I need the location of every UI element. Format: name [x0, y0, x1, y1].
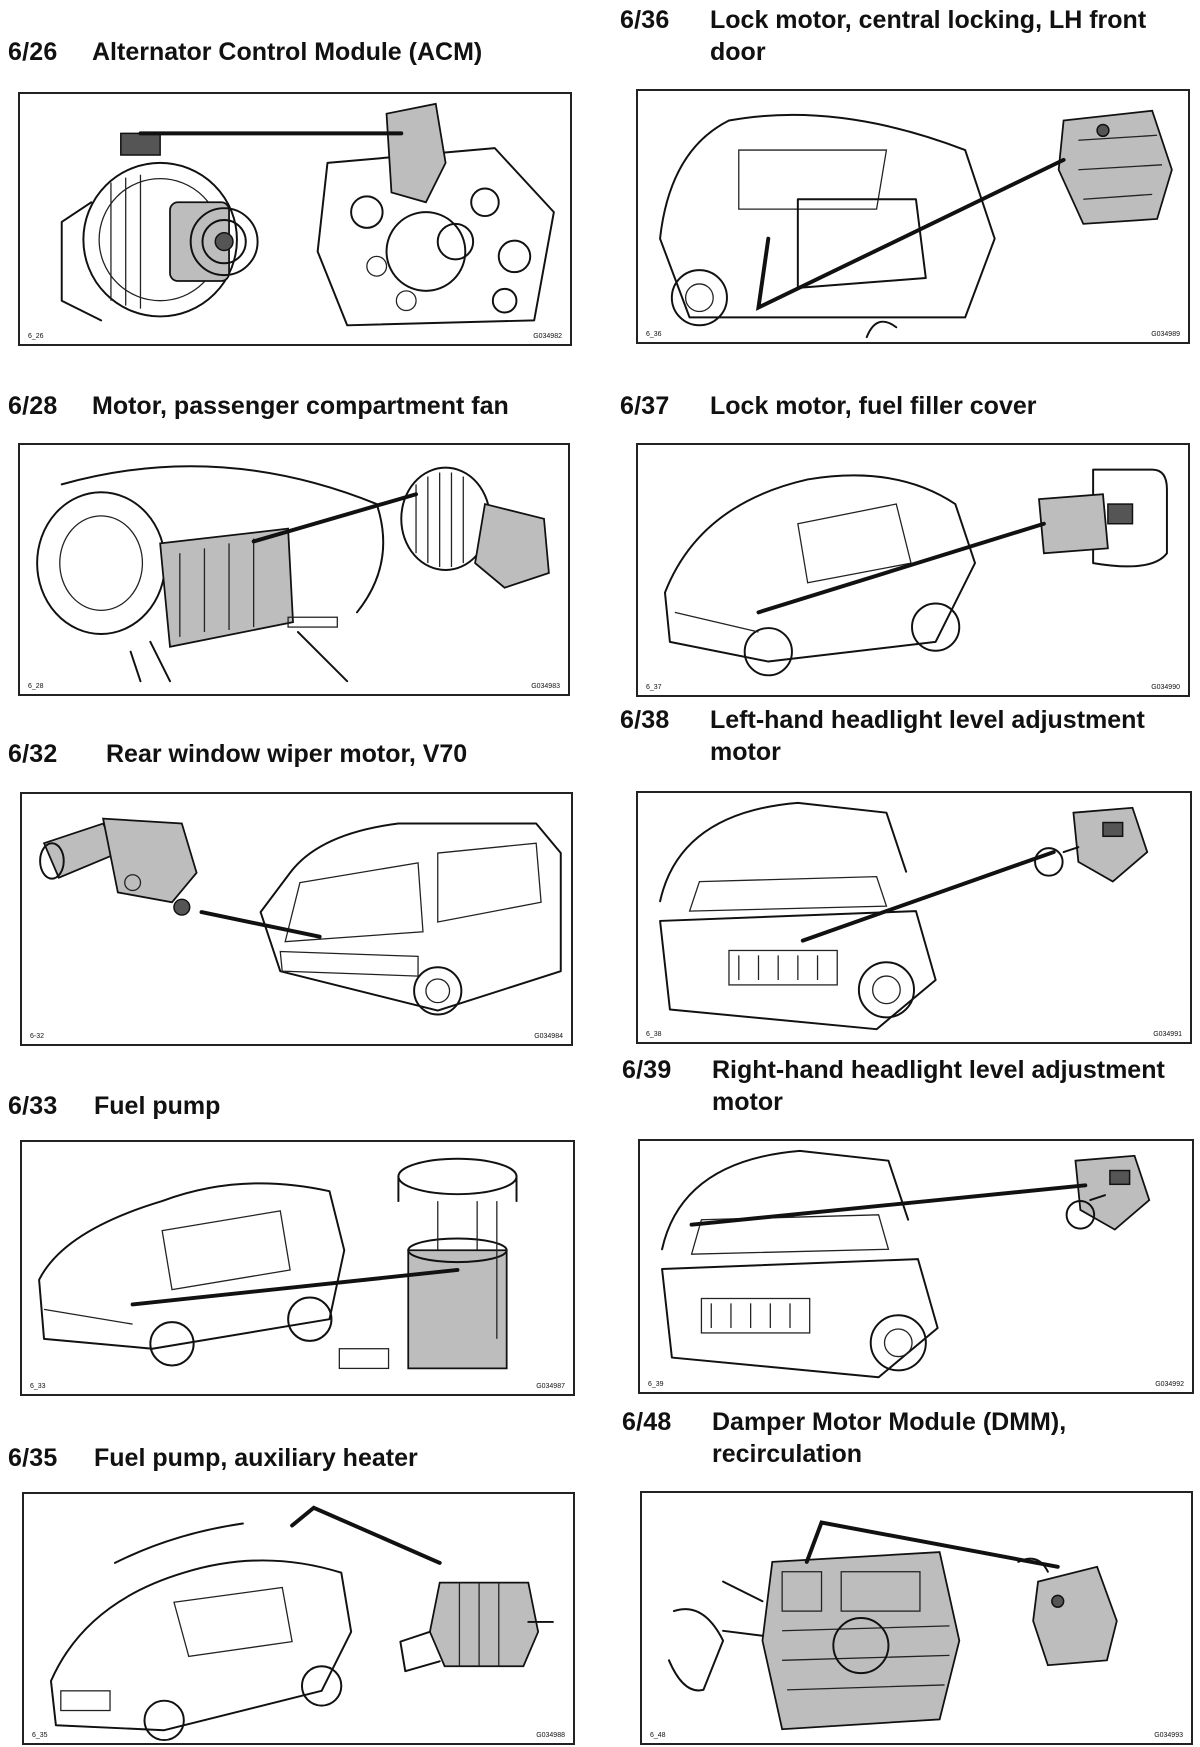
leader-line [755, 157, 1066, 311]
leader-line [130, 1268, 460, 1307]
section-code-6-35: 6/35 [8, 1444, 58, 1472]
damper-motor-drawing [1017, 1557, 1118, 1667]
dashboard-drawing [36, 465, 385, 683]
section-title-6-48-line1: Damper Motor Module (DMM), [712, 1408, 1067, 1436]
figure-id-left: 6_35 [32, 1732, 48, 1739]
fuel-pump-module-drawing [338, 1157, 518, 1370]
leader-line [689, 1183, 1088, 1227]
section-title-6-33: Fuel pump [94, 1092, 221, 1120]
section-title-6-48: Damper Motor Module (DMM), recirculation [712, 1406, 1066, 1470]
section-code-6-36: 6/36 [620, 6, 670, 34]
section-title-6-28: Motor, passenger compartment fan [92, 392, 509, 420]
figure-id-left: 6_36 [646, 331, 662, 338]
section-title-6-48-line2: recirculation [712, 1440, 863, 1468]
section-title-6-37: Lock motor, fuel filler cover [710, 392, 1037, 420]
door-lock-motor-illustration [659, 109, 1173, 339]
lock-actuator-drawing [1057, 109, 1173, 225]
figure-id-right: G034989 [1151, 331, 1180, 338]
figure-lh-headlight-level-motor: 6_38 G034991 [636, 791, 1192, 1044]
fan-illustration [36, 465, 550, 683]
section-code-6-39: 6/39 [622, 1056, 672, 1084]
wiper-motor-illustration [39, 817, 562, 1016]
sedan-rear-drawing [663, 474, 976, 677]
figure-id-right: G034983 [531, 683, 560, 690]
section-title-6-26: Alternator Control Module (ACM) [92, 38, 483, 66]
wiper-motor-drawing [39, 817, 198, 916]
figure-id-left: 6-32 [30, 1033, 45, 1040]
hvac-unit-drawing [667, 1551, 961, 1731]
figure-id-right: G034982 [533, 333, 562, 340]
alternator-illustration [60, 102, 555, 327]
figure-fuel-pump: 6_33 G034987 [20, 1140, 575, 1396]
sedan-drawing [38, 1182, 346, 1367]
section-code-6-32: 6/32 [8, 740, 58, 768]
section-title-6-36: Lock motor, central locking, LH front do… [710, 4, 1146, 68]
level-motor-drawing [1034, 806, 1149, 883]
estate-car-drawing [259, 822, 562, 1016]
figure-id-right: G034993 [1154, 1732, 1183, 1739]
figure-passenger-compartment-fan: 6_28 G034983 [18, 443, 570, 696]
leader-line [800, 850, 1056, 943]
car-side-door-drawing [659, 113, 996, 339]
section-code-6-33: 6/33 [8, 1092, 58, 1120]
section-title-6-38-line1: Left-hand headlight level adjustment [710, 706, 1145, 734]
leader-line [199, 910, 322, 939]
section-code-6-48: 6/48 [622, 1408, 672, 1436]
rh-headlight-motor-illustration [661, 1149, 1151, 1379]
figure-id-right: G034991 [1153, 1031, 1182, 1038]
section-title-6-36-line2: door [710, 38, 766, 66]
lh-headlight-motor-illustration [659, 801, 1149, 1031]
figure-rear-window-wiper-motor: 6-32 G034984 [20, 792, 573, 1046]
figure-damper-motor-module: 6_48 G034993 [640, 1491, 1193, 1745]
figure-id-right: G034988 [536, 1732, 565, 1739]
figure-id-left: 6_26 [28, 333, 44, 340]
section-title-6-39: Right-hand headlight level adjustment mo… [712, 1054, 1165, 1118]
figure-id-right: G034990 [1151, 684, 1180, 691]
figure-id-left: 6_38 [646, 1031, 662, 1038]
figure-id-left: 6_37 [646, 684, 662, 691]
section-code-6-38: 6/38 [620, 706, 670, 734]
section-title-6-39-line2: motor [712, 1088, 783, 1116]
section-title-6-38: Left-hand headlight level adjustment mot… [710, 704, 1145, 768]
figure-id-right: G034992 [1155, 1381, 1184, 1388]
aux-heater-pump-illustration [49, 1505, 554, 1742]
figure-fuel-pump-auxiliary-heater: 6_35 G034988 [22, 1492, 575, 1745]
section-title-6-32: Rear window wiper motor, V70 [106, 740, 468, 768]
section-code-6-26: 6/26 [8, 38, 58, 66]
figure-id-left: 6_28 [28, 683, 44, 690]
figure-id-left: 6_39 [648, 1381, 664, 1388]
figure-id-left: 6_33 [30, 1383, 46, 1390]
leader-line [756, 521, 1046, 615]
engine-block-drawing [316, 102, 555, 327]
figure-lock-motor-lh-front-door: 6_36 G034989 [636, 89, 1190, 344]
figure-id-right: G034984 [534, 1033, 563, 1040]
section-title-6-39-line1: Right-hand headlight level adjustment [712, 1056, 1165, 1084]
figure-id-right: G034987 [536, 1383, 565, 1390]
section-title-6-38-line2: motor [710, 738, 781, 766]
figure-id-left: 6_48 [650, 1732, 666, 1739]
section-title-6-36-line1: Lock motor, central locking, LH front [710, 6, 1147, 34]
blower-motor-drawing [400, 466, 550, 589]
fuel-pump-illustration [38, 1157, 518, 1370]
level-motor-drawing [1065, 1154, 1151, 1231]
figure-lock-motor-fuel-filler-cover: 6_37 G034990 [636, 443, 1190, 697]
figure-rh-headlight-level-motor: 6_39 G034992 [638, 1139, 1194, 1394]
alternator-drawing [60, 132, 259, 322]
section-code-6-28: 6/28 [8, 392, 58, 420]
filler-lock-actuator-drawing [1038, 468, 1168, 568]
leader-line [290, 1505, 442, 1565]
leader-line [251, 492, 419, 544]
fuel-filler-lock-illustration [663, 468, 1168, 677]
car-open-hood-drawing [659, 801, 937, 1031]
section-title-6-35: Fuel pump, auxiliary heater [94, 1444, 418, 1472]
aux-pump-drawing [399, 1581, 554, 1673]
section-code-6-37: 6/37 [620, 392, 670, 420]
car-open-hood-drawing [661, 1149, 939, 1379]
sedan-front-drawing [49, 1522, 353, 1742]
figure-alternator-control-module: 6_26 G034982 [18, 92, 572, 346]
damper-motor-illustration [667, 1520, 1118, 1731]
leader-line [804, 1520, 1060, 1569]
